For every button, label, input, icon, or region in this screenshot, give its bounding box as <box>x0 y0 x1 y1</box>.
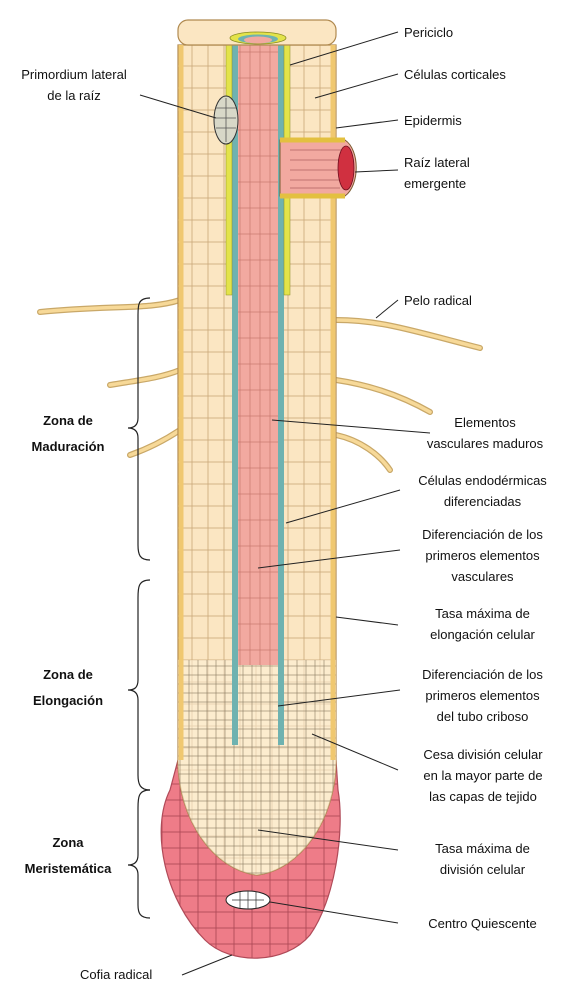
label-celulas-endodermicas: Células endodérmicas diferenciadas <box>400 470 565 512</box>
quiescent-center <box>226 891 270 909</box>
brace-meristematica <box>128 790 150 918</box>
label-epidermis: Epidermis <box>404 110 462 131</box>
label-primordium: Primordium lateral de la raíz <box>10 64 138 106</box>
zone-braces <box>128 298 150 918</box>
label-centro-quiescente: Centro Quiescente <box>400 913 565 934</box>
root-top <box>178 20 336 45</box>
label-tasa-division: Tasa máxima de división celular <box>400 838 565 880</box>
zone-maduracion: Zona de Maduración <box>8 408 128 460</box>
label-periciclo: Periciclo <box>404 22 453 43</box>
label-celulas-corticales: Células corticales <box>404 64 506 85</box>
emerging-lateral-root <box>280 140 356 196</box>
lateral-primordium <box>214 96 238 144</box>
label-elementos-vasculares-maduros: Elementos vasculares maduros <box>410 412 560 454</box>
label-pelo-radical: Pelo radical <box>404 290 472 311</box>
zone-meristematica: Zona Meristemática <box>8 830 128 882</box>
brace-elongacion <box>128 580 150 790</box>
zone-elongacion: Zona de Elongación <box>8 662 128 714</box>
label-cesa-division: Cesa división celular en la mayor parte … <box>398 744 568 807</box>
label-dif-criboso: Diferenciación de los primeros elementos… <box>400 664 565 727</box>
brace-maduracion <box>128 298 150 560</box>
label-raiz-lateral: Raíz lateral emergente <box>404 152 470 194</box>
label-dif-vasculares: Diferenciación de los primeros elementos… <box>400 524 565 587</box>
label-cofia-radical: Cofia radical <box>80 964 152 985</box>
label-tasa-elongacion: Tasa máxima de elongación celular <box>400 603 565 645</box>
